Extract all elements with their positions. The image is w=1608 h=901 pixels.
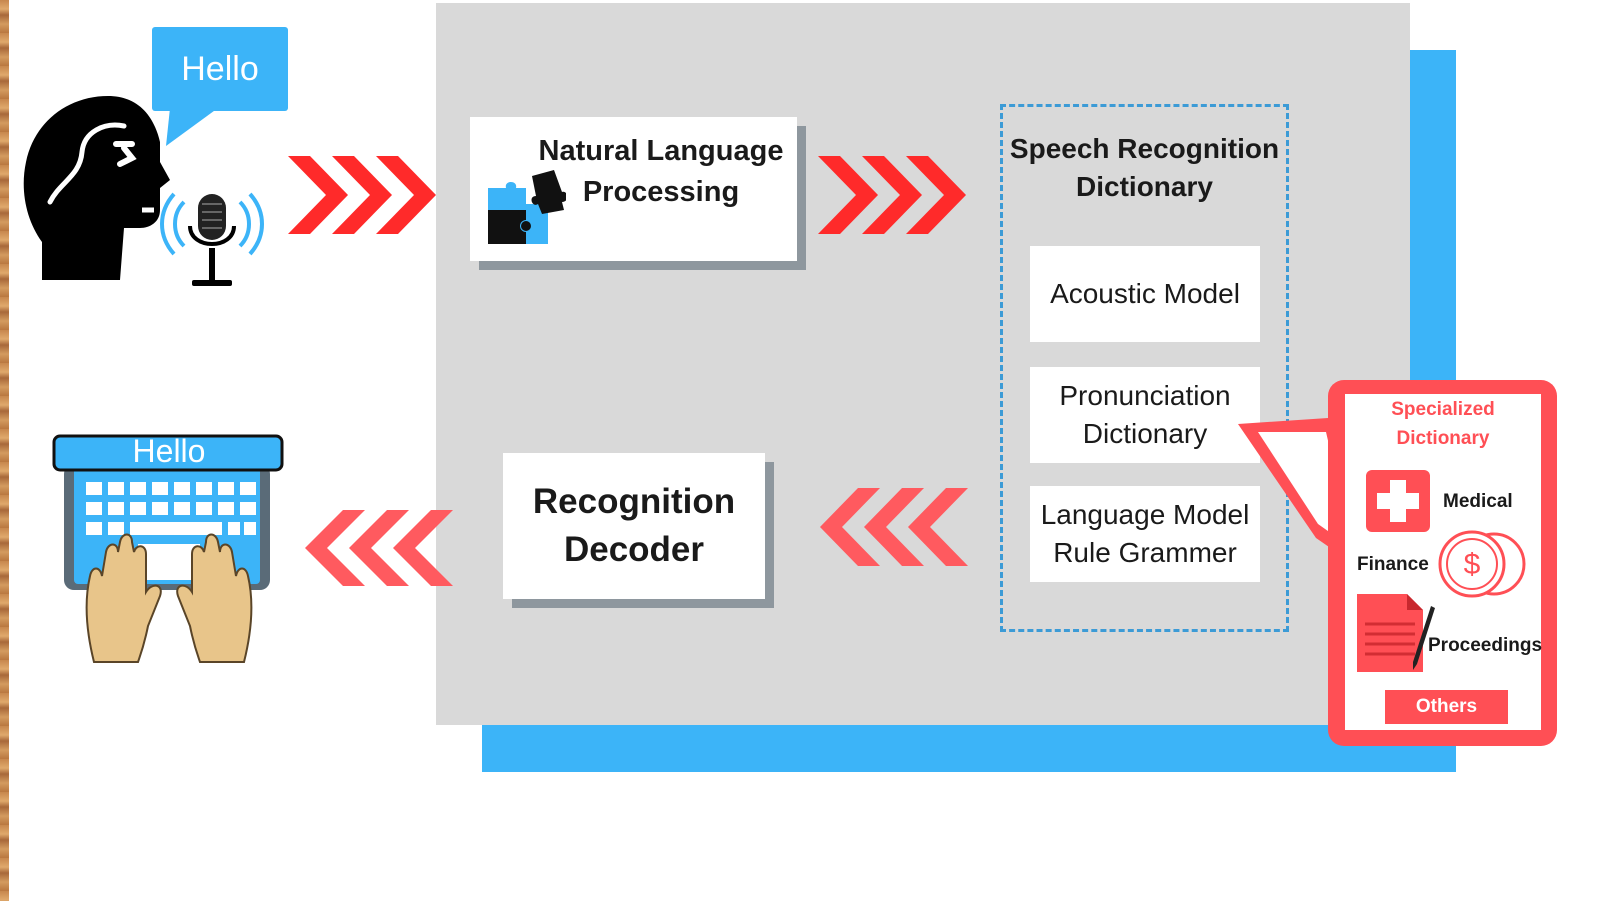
speech-dictionary-title: Speech Recognition Dictionary [1009,133,1280,202]
language-model-box: Language Model Rule Grammer [1030,486,1260,582]
arrows-to-decoder [820,488,968,566]
others-button[interactable]: Others [1385,690,1508,724]
speech-dictionary-frame [1000,104,1289,632]
speech-bubble-text: Hello [181,49,259,88]
acoustic-model-label: Acoustic Model [1050,278,1240,309]
arrows-to-dictionary [818,156,966,234]
document-pen-icon [1357,594,1435,672]
wood-edge-decoration [0,0,9,901]
dollar-coin-icon: $ [1438,530,1526,598]
finance-label: Finance [1357,554,1429,575]
specialized-dictionary-title: Specialized Dictionary [1391,399,1495,449]
arrows-to-output [305,510,453,586]
puzzle-icon [488,170,566,244]
nlp-label: Natural Language Processing [538,135,784,208]
acoustic-model-box: Acoustic Model [1030,246,1260,342]
pronunciation-dictionary-label: Pronunciation Dictionary [1059,380,1231,449]
speech-bubble-tail [166,108,218,146]
svg-text:$: $ [1464,548,1481,581]
medical-cross-icon [1366,470,1430,532]
language-model-label: Language Model Rule Grammer [1040,499,1250,568]
others-label: Others [1415,696,1478,717]
recognition-decoder-box: Recognition Decoder [503,453,765,599]
laptop-screen-text: Hello [132,432,206,469]
laptop-typing-icon [52,434,284,663]
pronunciation-dictionary-box: Pronunciation Dictionary [1030,367,1260,463]
proceedings-label: Proceedings [1428,635,1543,656]
arrows-to-nlp [288,156,436,234]
recognition-decoder-label: Recognition Decoder [532,482,736,569]
microphone-icon [160,192,264,286]
speech-bubble: Hello [152,27,288,111]
medical-label: Medical [1443,491,1513,512]
speaker-head-icon [23,96,170,280]
